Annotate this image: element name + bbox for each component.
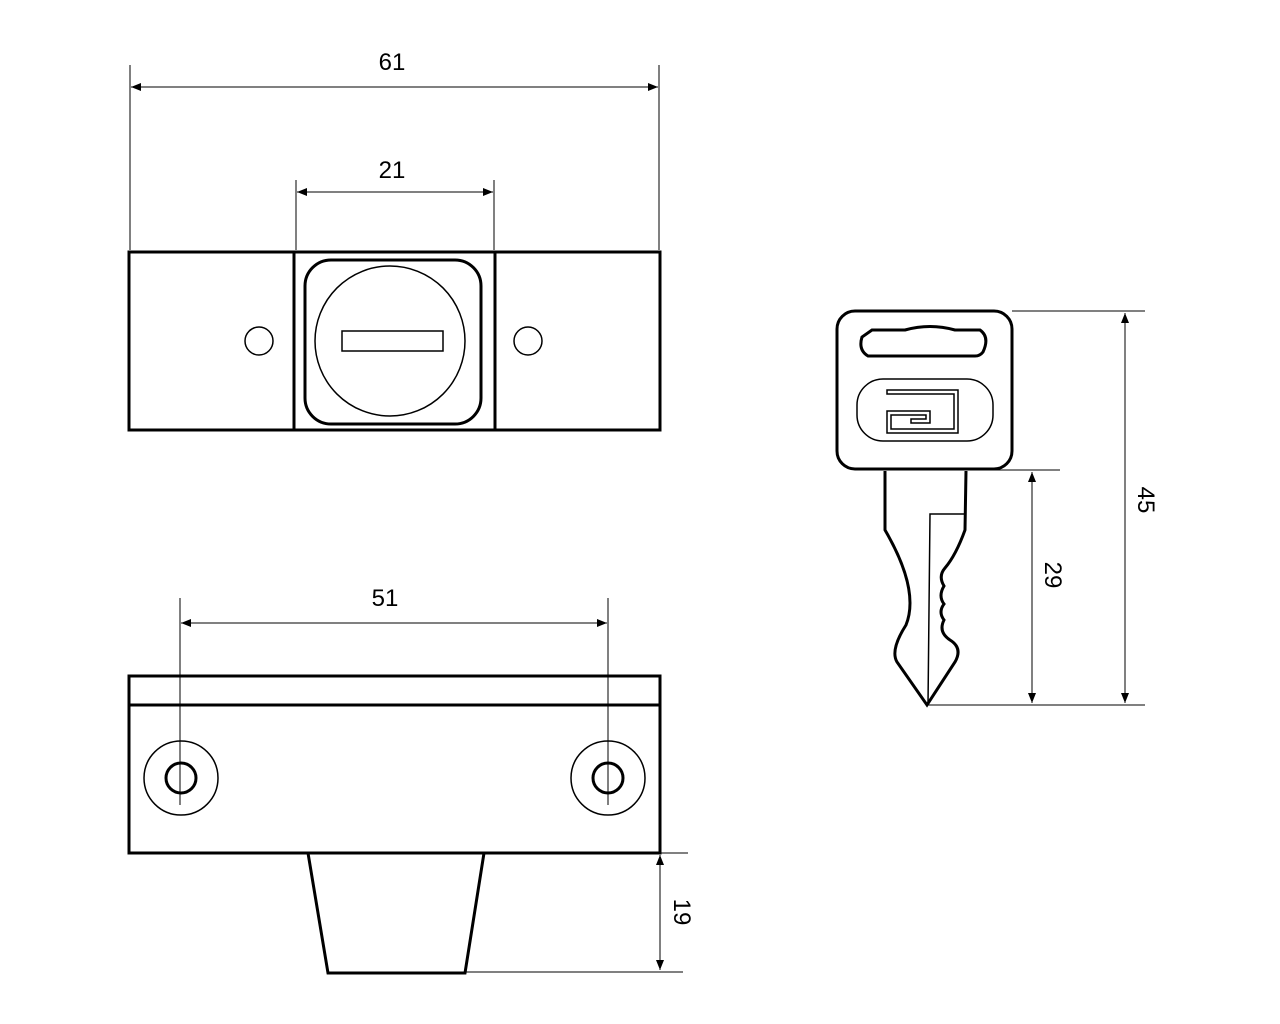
- blade-groove: [927, 513, 966, 706]
- lock-body-projection: [306, 852, 486, 975]
- key-ring-slot: [859, 325, 988, 358]
- key: [835, 309, 1014, 708]
- key-slot: [341, 330, 444, 352]
- lock-cylinder: [314, 265, 466, 417]
- base-plate: [127, 674, 662, 855]
- lock-side-view: [127, 674, 662, 975]
- lock-housing: [303, 258, 483, 426]
- dimension-label: 19: [668, 899, 695, 926]
- dimension-projection-depth: 19: [465, 852, 695, 973]
- mounting-plate: [127, 250, 662, 432]
- dimension-label: 29: [1039, 562, 1066, 589]
- dimension-label: 61: [379, 49, 406, 76]
- dimension-label: 45: [1132, 487, 1159, 514]
- dimension-label: 51: [372, 585, 399, 612]
- dimension-hole-spacing: 51: [179, 585, 609, 805]
- dimension-lock-width: 21: [295, 157, 495, 250]
- brand-logo: [886, 389, 959, 434]
- dimension-blade-length: 29: [966, 469, 1066, 703]
- lock-front-view: [127, 250, 662, 432]
- dimension-key-length: 45: [927, 310, 1159, 706]
- screw-boss-left: [143, 740, 219, 816]
- dimension-label: 21: [379, 157, 406, 184]
- screw-hole-right: [513, 326, 543, 356]
- dimension-overall-width: 61: [129, 49, 660, 250]
- key-head: [835, 309, 1014, 471]
- logo-badge: [856, 378, 994, 442]
- screw-hole-left: [244, 326, 274, 356]
- key-blade: [883, 470, 968, 708]
